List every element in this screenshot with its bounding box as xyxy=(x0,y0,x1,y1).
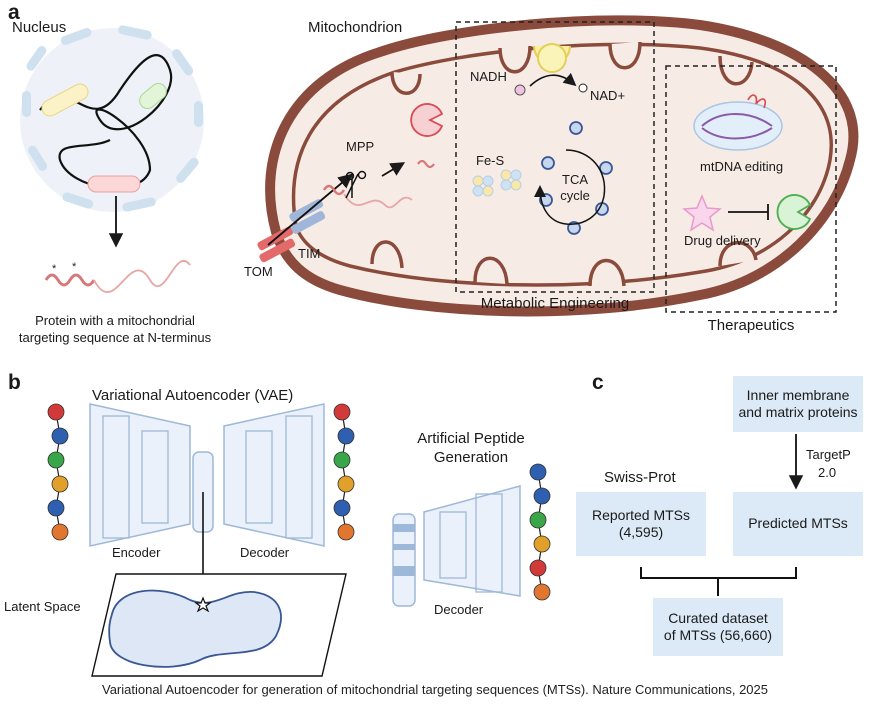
fes-label: Fe-S xyxy=(476,153,505,168)
figure-caption: Variational Autoencoder for generation o… xyxy=(101,682,768,697)
tca-label-line2: cycle xyxy=(560,188,590,203)
amino-acid-bead xyxy=(51,427,69,445)
svg-text:*: * xyxy=(52,263,57,275)
amino-acid-bead xyxy=(51,475,69,493)
decoder-label: Decoder xyxy=(240,545,290,560)
reported-mts-line1: Reported MTSs xyxy=(591,506,691,523)
amino-acid-bead xyxy=(529,559,547,577)
amino-acid-bead xyxy=(47,451,65,469)
amino-acid-bead xyxy=(333,403,351,421)
tim-label: TIM xyxy=(298,246,321,261)
svg-text:*: * xyxy=(72,261,77,273)
generator-decoder-network xyxy=(423,485,521,597)
decoder-network xyxy=(223,403,325,547)
amino-acid-bead xyxy=(337,523,355,541)
generated-peptide-chain xyxy=(529,463,551,601)
nad-plus-label: NAD+ xyxy=(590,88,626,103)
mtdna-editing-icon xyxy=(693,94,783,151)
tom-label: TOM xyxy=(244,264,273,279)
drug-star-icon xyxy=(682,194,722,232)
protein-caption-line1: Protein with a mitochondrial xyxy=(35,313,195,328)
therapeutics-box xyxy=(665,65,837,313)
panel-b-label: b xyxy=(8,371,21,394)
metabolic-engineering-box xyxy=(455,21,655,293)
sampled-point-star xyxy=(194,596,212,613)
amino-acid-bead xyxy=(533,535,551,553)
latent-distribution xyxy=(108,589,282,668)
predicted-mts-box: Predicted MTSs xyxy=(733,492,863,556)
nadh-label: NADH xyxy=(470,69,507,84)
targetp-line1: TargetP xyxy=(806,447,851,462)
encoder-label: Encoder xyxy=(112,545,161,560)
metabolic-engineering-label: Metabolic Engineering xyxy=(480,295,630,312)
encoder-network xyxy=(89,403,191,547)
tca-cycle-icon xyxy=(539,121,613,235)
vae-title: Variational Autoencoder (VAE) xyxy=(92,387,294,404)
curated-line2: of MTSs (56,660) xyxy=(663,627,773,643)
panel-c-label: c xyxy=(592,371,604,394)
merge-bracket xyxy=(640,567,797,579)
protein-caption-line2: targeting sequence at N-terminus xyxy=(18,330,212,345)
amino-acid-bead xyxy=(47,499,65,517)
therapeutics-label: Therapeutics xyxy=(707,317,795,334)
amino-acid-bead xyxy=(47,403,65,421)
panel-a-label: a xyxy=(8,1,20,24)
swiss-prot-label: Swiss-Prot xyxy=(604,469,676,486)
reconstructed-peptide-chain xyxy=(333,403,355,541)
amino-acid-bead xyxy=(533,487,551,505)
latent-space-label: Latent Space xyxy=(4,599,81,614)
predicted-mts-label: Predicted MTSs xyxy=(748,515,848,532)
amino-acid-bead xyxy=(333,451,351,469)
amino-acid-bead xyxy=(337,427,355,445)
amino-acid-bead xyxy=(529,511,547,529)
tom-tim-complex-icon xyxy=(257,159,435,263)
nucleus-label: Nucleus xyxy=(12,19,67,36)
generator-latent-vector xyxy=(392,513,416,607)
pathogen-icon xyxy=(776,194,812,230)
inner-membrane-line2: and matrix proteins xyxy=(738,404,858,420)
artificial-peptide-line1: Artificial Peptide xyxy=(417,430,525,447)
amino-acid-bead xyxy=(337,475,355,493)
mitochondrion-label: Mitochondrion xyxy=(308,19,403,36)
amino-acid-bead xyxy=(529,463,547,481)
inner-membrane-line1: Inner membrane xyxy=(746,386,850,403)
tca-cycle-arrow xyxy=(534,149,606,225)
nucleus-illustration: * * xyxy=(20,25,204,293)
amino-acid-bead xyxy=(51,523,69,541)
complex-i-icon xyxy=(514,43,588,96)
reported-mts-box: Reported MTSs(4,595) xyxy=(576,492,706,556)
drug-delivery-label: Drug delivery xyxy=(684,233,761,248)
peptidase-icon xyxy=(410,103,444,137)
targetp-line2: 2.0 xyxy=(818,465,837,480)
reported-mts-line2: (4,595) xyxy=(618,524,664,540)
mtdna-editing-label: mtDNA editing xyxy=(700,159,784,174)
amino-acid-bead xyxy=(533,583,551,601)
mpp-label: MPP xyxy=(346,139,375,154)
iron-sulfur-cluster-icon xyxy=(472,169,522,197)
input-peptide-chain xyxy=(47,403,69,541)
amino-acid-bead xyxy=(333,499,351,517)
artificial-peptide-line2: Generation xyxy=(433,449,509,466)
curated-line1: Curated dataset xyxy=(668,609,768,626)
generator-decoder-label: Decoder xyxy=(434,602,484,617)
tca-label-line1: TCA xyxy=(562,172,588,187)
